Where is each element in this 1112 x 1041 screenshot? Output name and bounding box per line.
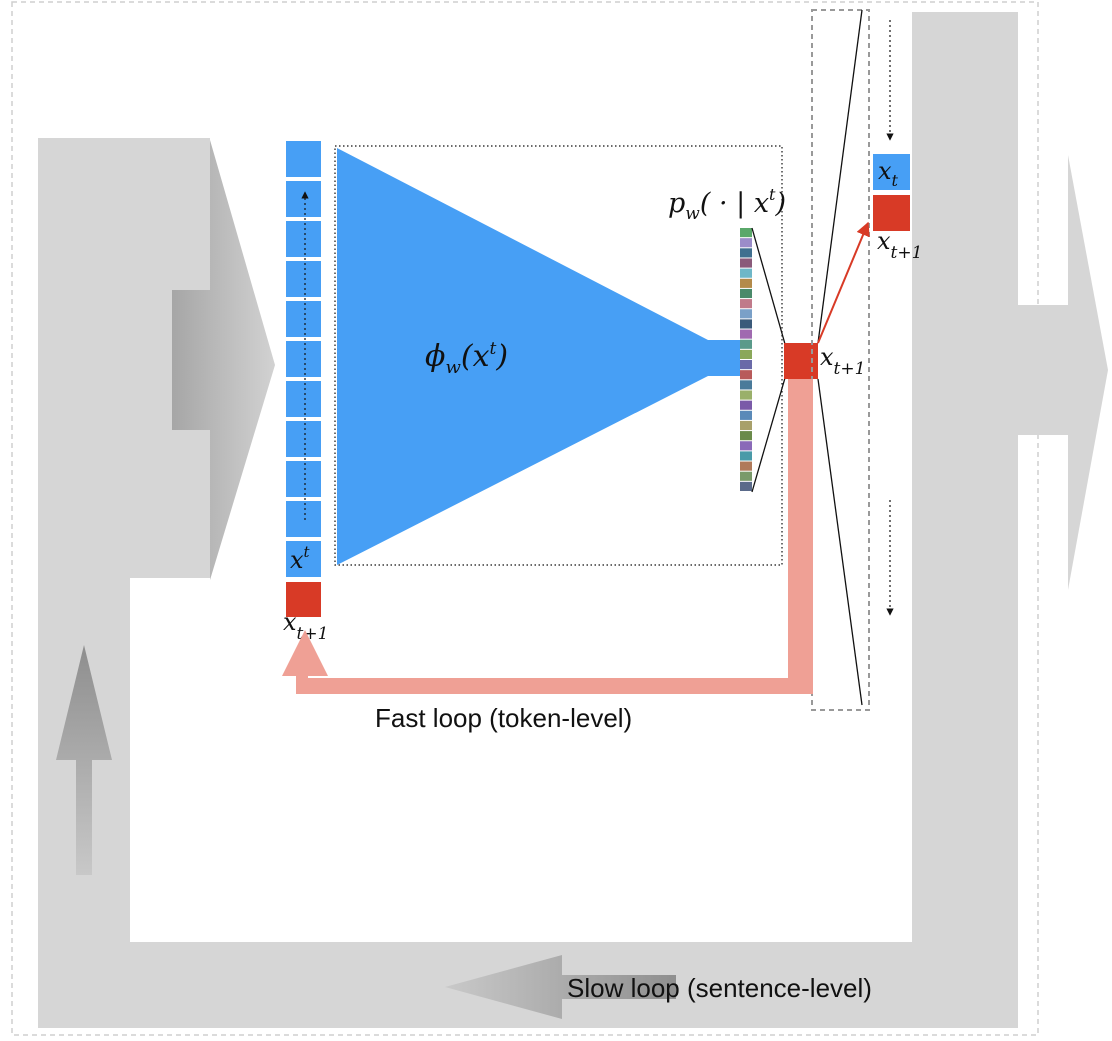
distribution-segment <box>740 309 752 319</box>
distribution-segment <box>740 420 752 431</box>
distribution-segment <box>740 329 752 339</box>
fast-loop-arrow-icon <box>282 630 328 676</box>
model-label: ϕw(xt) <box>425 339 508 378</box>
distribution-segment <box>740 299 752 309</box>
distribution-segment <box>740 431 752 441</box>
distribution-segment <box>740 349 752 359</box>
token-cell <box>286 181 321 217</box>
output-next-token-cell <box>873 195 910 231</box>
distribution-segment <box>740 238 752 248</box>
sentence-expansion-lines <box>817 9 863 706</box>
distribution-segment <box>740 288 752 299</box>
left-gray-arrow-icon <box>445 955 676 1019</box>
token-cell <box>286 221 321 257</box>
next-token-cell <box>286 582 321 617</box>
model-funnel <box>337 148 740 565</box>
append-red-arrow <box>817 221 870 344</box>
left-gray-column <box>38 138 130 1028</box>
distribution-segment <box>740 370 752 380</box>
distribution-segment <box>740 481 752 491</box>
token-cell <box>286 141 321 177</box>
fast-loop-vertical-bar <box>788 379 813 694</box>
token-column <box>286 141 321 617</box>
distribution-segment <box>740 410 752 420</box>
fast-loop-horizontal-bar <box>296 678 813 694</box>
distribution-segment <box>740 248 752 258</box>
fast-loop-label: Fast loop (token-level) <box>375 703 632 733</box>
probability-distribution-column <box>740 228 752 491</box>
right-gray-arrow-icon <box>1018 155 1108 590</box>
token-cell <box>286 421 321 457</box>
sampling-lines <box>751 227 786 493</box>
distribution-segment <box>740 258 752 268</box>
token-cell <box>286 301 321 337</box>
up-gray-arrow-icon <box>56 645 112 875</box>
model-dotted-box <box>334 145 783 566</box>
token-cell <box>286 461 321 497</box>
distribution-segment <box>740 451 752 461</box>
token-cell <box>286 261 321 297</box>
distribution-segment <box>740 441 752 451</box>
distribution-segment <box>740 471 752 481</box>
distribution-label: pw( · | xt) <box>668 185 786 224</box>
token-cell <box>286 341 321 377</box>
sampled-token-label: xt+1 <box>820 343 865 379</box>
distribution-segment <box>740 228 752 238</box>
token-label: xt <box>290 543 311 574</box>
output-next-token-label: xt+1 <box>877 227 922 263</box>
output-token-label: xt <box>878 157 899 190</box>
fast-loop-path <box>282 379 813 694</box>
token-cell <box>286 541 321 577</box>
distribution-segment <box>740 380 752 390</box>
sentence-dashed-box <box>811 9 870 711</box>
distribution-segment <box>740 461 752 471</box>
output-token-cell <box>873 154 910 190</box>
distribution-segment <box>740 339 752 349</box>
distribution-segment <box>740 390 752 400</box>
distribution-segment <box>740 278 752 288</box>
distribution-segment <box>740 400 752 410</box>
distribution-segment <box>740 319 752 329</box>
distribution-segment <box>740 360 752 370</box>
outer-dashed-frame <box>11 1 1039 1036</box>
token-cell <box>286 381 321 417</box>
distribution-segment <box>740 268 752 278</box>
slow-loop-label: Slow loop (sentence-level) <box>567 973 872 1003</box>
right-gray-column <box>912 12 1018 1028</box>
input-gray-arrow-icon <box>172 140 275 580</box>
slow-loop-track <box>38 12 1108 1028</box>
token-cell <box>286 501 321 537</box>
